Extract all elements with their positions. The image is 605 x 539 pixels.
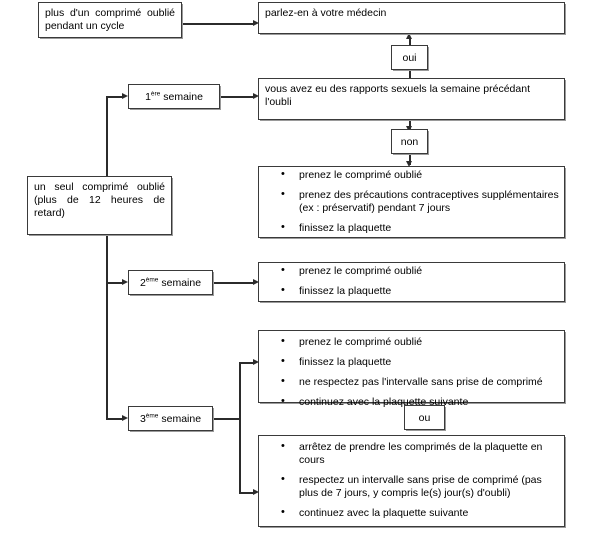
node-label-ou-text: ou <box>418 411 431 424</box>
node-label-oui-text: oui <box>402 51 417 64</box>
node-week-3[interactable]: 3ème semaine <box>128 406 213 431</box>
connector-main-trunk <box>106 96 108 419</box>
node-week-2[interactable]: 2ème semaine <box>128 270 213 295</box>
arrowhead-week2-to-actions <box>253 278 259 285</box>
node-week3-option-a[interactable]: prenez le comprimé oublié finissez la pl… <box>258 330 565 408</box>
node-see-doctor-text: parlez-en à votre médecin <box>265 7 387 19</box>
week1-actions-list: prenez le comprimé oublié prenez des pré… <box>259 167 564 237</box>
connector-trunk-to-week3 <box>106 418 123 420</box>
node-week-2-text: 2ème semaine <box>134 273 207 293</box>
connector-week3-split-vertical <box>239 362 241 494</box>
week3-suffix: ème <box>145 412 159 419</box>
list-item: finissez la plaquette <box>281 221 560 235</box>
arrowhead-to-week2 <box>122 278 128 285</box>
arrowhead-to-week1 <box>122 92 128 99</box>
arrowhead-week3-option-b <box>253 488 259 495</box>
week2-rest: semaine <box>158 276 202 289</box>
node-sex-question-text: vous avez eu des rapports sexuels la sem… <box>265 83 530 108</box>
arrowhead-non-down <box>406 161 412 167</box>
node-missed-multiple-pills[interactable]: plus d'un comprimé oublié pendant un cyc… <box>38 2 182 38</box>
node-week1-actions[interactable]: prenez le comprimé oublié prenez des pré… <box>258 166 565 238</box>
week3-number: 3 <box>139 412 146 425</box>
node-see-doctor[interactable]: parlez-en à votre médecin <box>258 2 565 34</box>
node-label-non-text: non <box>400 135 419 148</box>
connector-question-to-oui <box>409 70 411 78</box>
week2-suffix: ème <box>145 276 159 283</box>
list-item: arrêtez de prendre les comprimés de la p… <box>281 440 560 467</box>
week2-actions-list: prenez le comprimé oublié finissez la pl… <box>259 263 564 300</box>
connector-trunk-to-week2 <box>106 282 123 284</box>
connector-oui-to-doctor <box>409 39 411 45</box>
list-item: respectez un intervalle sans prise de co… <box>281 473 560 500</box>
connector-non-to-week1-actions <box>409 155 411 165</box>
node-label-non[interactable]: non <box>391 129 428 154</box>
list-item: prenez le comprimé oublié <box>281 264 560 278</box>
node-missed-multiple-pills-text: plus d'un comprimé oublié pendant un cyc… <box>45 7 175 32</box>
node-week2-actions[interactable]: prenez le comprimé oublié finissez la pl… <box>258 262 565 302</box>
week1-rest: semaine <box>160 90 203 103</box>
arrowhead-week1-to-question <box>253 92 259 99</box>
list-item: prenez des précautions contraceptives su… <box>281 188 560 215</box>
list-item: finissez la plaquette <box>281 355 560 369</box>
node-single-missed-pill[interactable]: un seul comprimé oublié (plus de 12 heur… <box>27 176 172 235</box>
connector-week1-to-question <box>220 96 254 98</box>
arrowhead-oui-up <box>406 33 412 39</box>
connector-week3-to-option-b <box>239 492 255 494</box>
node-label-ou[interactable]: ou <box>404 405 445 430</box>
connector-week2-to-actions <box>213 282 254 284</box>
arrowhead-week3-option-a <box>253 358 259 365</box>
node-week-1[interactable]: 1ère semaine <box>128 84 220 109</box>
list-item: continuez avec la plaquette suivante <box>281 506 560 520</box>
connector-question-to-non <box>409 120 411 129</box>
list-item: finissez la plaquette <box>281 284 560 298</box>
week3-option-b-list: arrêtez de prendre les comprimés de la p… <box>259 436 564 522</box>
arrowhead-to-week3 <box>122 414 128 421</box>
connector-trunk-to-week1 <box>106 96 123 98</box>
week1-number: 1 <box>145 90 151 103</box>
week3-option-a-list: prenez le comprimé oublié finissez la pl… <box>259 331 564 411</box>
week2-number: 2 <box>139 276 146 289</box>
list-item: prenez le comprimé oublié <box>281 168 560 182</box>
node-week3-option-b[interactable]: arrêtez de prendre les comprimés de la p… <box>258 435 565 527</box>
node-sex-question[interactable]: vous avez eu des rapports sexuels la sem… <box>258 78 565 120</box>
week1-suffix: ère <box>150 90 161 97</box>
connector-week3-stem <box>213 418 241 420</box>
arrowhead-to-doctor <box>253 19 259 26</box>
node-single-missed-pill-text: un seul comprimé oublié (plus de 12 heur… <box>34 181 165 219</box>
node-label-oui[interactable]: oui <box>391 45 428 70</box>
node-week-3-text: 3ème semaine <box>134 409 207 429</box>
list-item: prenez le comprimé oublié <box>281 335 560 349</box>
connector-missed-multiple-to-doctor <box>182 23 254 25</box>
connector-week3-to-option-a <box>239 362 255 364</box>
week3-rest: semaine <box>158 412 202 425</box>
node-week-1-text: 1ère semaine <box>139 87 209 107</box>
list-item: ne respectez pas l'intervalle sans prise… <box>281 375 560 389</box>
